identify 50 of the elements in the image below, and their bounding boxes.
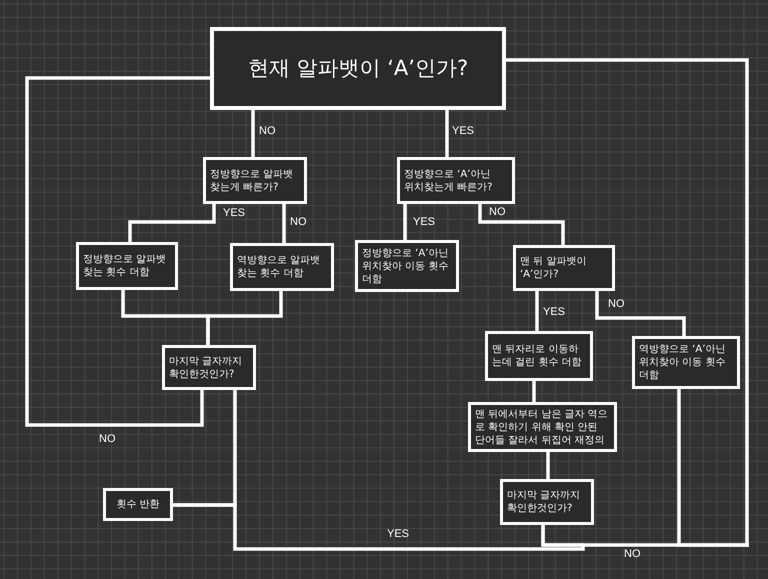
edge-label: YES [387,528,410,542]
node-text: 정방향으로 ‘A’아닌 위치찾아 이동 횟수 더함 [362,246,450,286]
edge-label: NO [99,433,116,446]
decision-box [210,27,506,110]
terminal-box [103,488,173,521]
edge-label: YES [223,207,246,220]
decision-box [513,245,615,291]
node-text: 역방향으로 알파뱃 찾는 횟수 더함 [237,254,322,280]
process-box [76,242,178,290]
connector-line [25,76,212,427]
node-text: 맨 뒤에서부터 남은 글자 역으로 확인하기 위해 확인 안된 단어들 잘라서 뒤집어 재정의 [475,408,609,446]
connector-line [445,108,449,159]
process-box [230,243,334,291]
decision-box [203,157,307,204]
decision-box [397,157,515,204]
connector-line [595,289,686,338]
edge-label: NO [608,298,624,312]
node-text: 정방향으로 ‘A’아닌 위치찾는게 빠른가? [404,168,494,194]
node-text: 맨 뒤 알파뱃이 ‘A’인가? [520,255,588,281]
connector-line [282,202,286,245]
connector-line [535,289,539,333]
process-box [468,402,617,452]
decision-box [162,345,256,390]
node-text: 마지막 글자까지 확인한것인가? [507,489,582,515]
connector-line [478,202,565,247]
edge-label: YES [543,306,566,320]
process-box [355,240,459,292]
node-text: 맨 뒤자리로 이동하는데 걸린 횟수 더함 [492,343,583,369]
connector-line [546,450,550,481]
node-text: 마지막 글자까지 확인한것인가? [169,354,244,380]
edge-label: YES [452,125,474,138]
connector-line [251,108,255,159]
node-text: 정방향으로 알파뱃 찾는 횟수 더함 [83,253,168,279]
process-box [485,331,593,381]
decision-box [500,479,594,525]
connector-line [128,202,216,244]
node-text: 횟수 반환 [116,498,160,511]
node-text: 현재 알파뱃이 ‘A’인가? [248,54,468,82]
connector-line [206,289,283,347]
connector-line [171,503,585,551]
edge-label: NO [624,548,640,562]
connector-line [532,379,536,404]
edge-label: NO [290,216,306,230]
edge-label: YES [413,216,436,230]
connector-line [403,202,407,242]
edge-label: NO [489,206,506,220]
node-text: 정방향으로 알파뱃 찾는게 빠른가? [210,168,294,194]
node-text: 역방향으로 ‘A’아닌 위치찾아 이동 횟수 더함 [639,343,726,382]
edge-label: NO [259,125,276,138]
process-box [632,336,740,389]
